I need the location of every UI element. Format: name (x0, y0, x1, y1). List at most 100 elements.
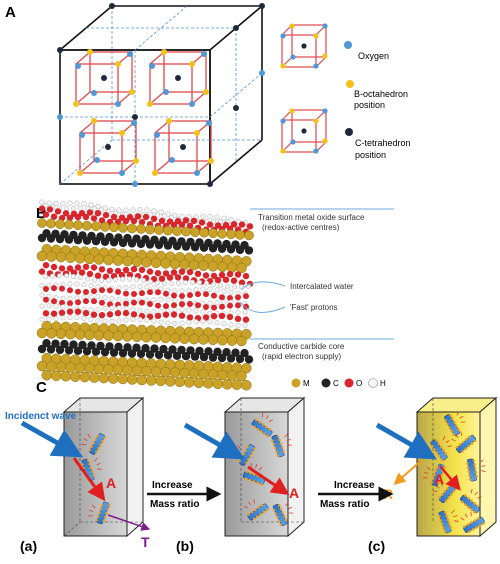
atom-h (196, 279, 202, 285)
atom-o (130, 311, 138, 318)
atom-c (136, 239, 146, 249)
atom-m (36, 250, 48, 262)
atom-m (150, 332, 162, 343)
atom-c (244, 246, 254, 255)
atom-c (73, 236, 83, 245)
absorb-label-c: A (434, 471, 444, 487)
atom-h (88, 317, 94, 323)
mxene-flake (271, 433, 292, 458)
atom-h (60, 295, 66, 301)
atom-h (151, 208, 157, 214)
atom-o (178, 221, 186, 228)
atom-m (145, 224, 155, 235)
atom-m (160, 332, 171, 344)
atom-o (98, 266, 106, 273)
atom-o (246, 223, 254, 230)
atom-c (190, 352, 200, 361)
protons-text: 'Fast' protons (290, 303, 338, 312)
atom-h (137, 284, 143, 290)
legend-h-ball (368, 378, 378, 388)
atom-c (145, 350, 155, 359)
atom-m (136, 374, 148, 386)
atom-c (154, 350, 164, 360)
atom-h (207, 319, 213, 325)
atom-m (74, 253, 86, 264)
atom-h (207, 300, 213, 306)
atom-m (70, 371, 81, 382)
oxygen-atoms (57, 51, 265, 187)
atom-o (170, 269, 178, 276)
atom-c (235, 354, 245, 364)
atom-m (84, 253, 95, 265)
atom-h (109, 318, 115, 324)
atom-o (214, 276, 222, 284)
legend-oxygen-dot (344, 41, 352, 49)
atom-o (227, 302, 233, 309)
atom-h (207, 286, 213, 292)
atom-h (130, 284, 136, 290)
atom-o (86, 270, 94, 278)
atom-c (141, 344, 150, 353)
atom-c (73, 346, 83, 355)
atom-o (46, 206, 54, 213)
atom-c (87, 341, 96, 350)
atom-m (241, 362, 252, 374)
atom-h (39, 303, 45, 309)
atom-o (99, 287, 105, 294)
atom-m (82, 220, 92, 231)
atom-m (179, 333, 190, 344)
atom-o (179, 293, 185, 299)
atom-h (242, 322, 248, 328)
atom-c (163, 241, 173, 250)
mxene-flake (251, 412, 273, 438)
atom-c (60, 339, 69, 349)
atom-c (217, 353, 227, 363)
panel-b-label: B (36, 205, 47, 222)
atom-h (147, 279, 153, 285)
atom-m (65, 252, 76, 263)
atom-h (221, 321, 227, 327)
atom-o (210, 313, 218, 320)
atom-o (106, 311, 114, 318)
atom-o (158, 275, 166, 282)
atom-o (162, 311, 170, 318)
atom-o (163, 290, 169, 297)
atom-m (122, 255, 133, 267)
atom-m (207, 261, 219, 272)
atom-m (231, 379, 243, 390)
atom-o (91, 288, 97, 295)
atom-m (122, 331, 133, 342)
atom-m (141, 365, 152, 377)
atom-o (226, 313, 234, 321)
legend-cube-1-atoms (280, 23, 328, 69)
slab-a (62, 396, 145, 538)
atom-c (105, 342, 114, 351)
atom-c (172, 241, 182, 251)
atom-c (208, 353, 218, 362)
atom-o (142, 213, 150, 221)
atom-h (81, 201, 87, 207)
atom-m (198, 260, 209, 271)
atom-m (199, 227, 209, 238)
atom-o (166, 274, 174, 281)
atom-m (112, 364, 124, 376)
atom-o (98, 217, 106, 224)
atom-h (203, 280, 209, 286)
atom-c (195, 346, 204, 356)
atom-o (51, 285, 57, 292)
atom-m (207, 369, 219, 380)
atom-m (84, 363, 95, 374)
atom-m (188, 259, 200, 271)
atom-h (165, 297, 171, 303)
legend-m-ball (291, 378, 301, 388)
sublabel-a: (a) (20, 538, 37, 554)
atom-m (236, 262, 247, 274)
atom-m (154, 225, 164, 235)
atom-m (131, 331, 143, 343)
atom-c (37, 233, 47, 243)
panel-a-label: A (5, 4, 16, 21)
atom-m (141, 257, 152, 268)
atom-m (36, 327, 48, 339)
atom-o (50, 310, 58, 317)
